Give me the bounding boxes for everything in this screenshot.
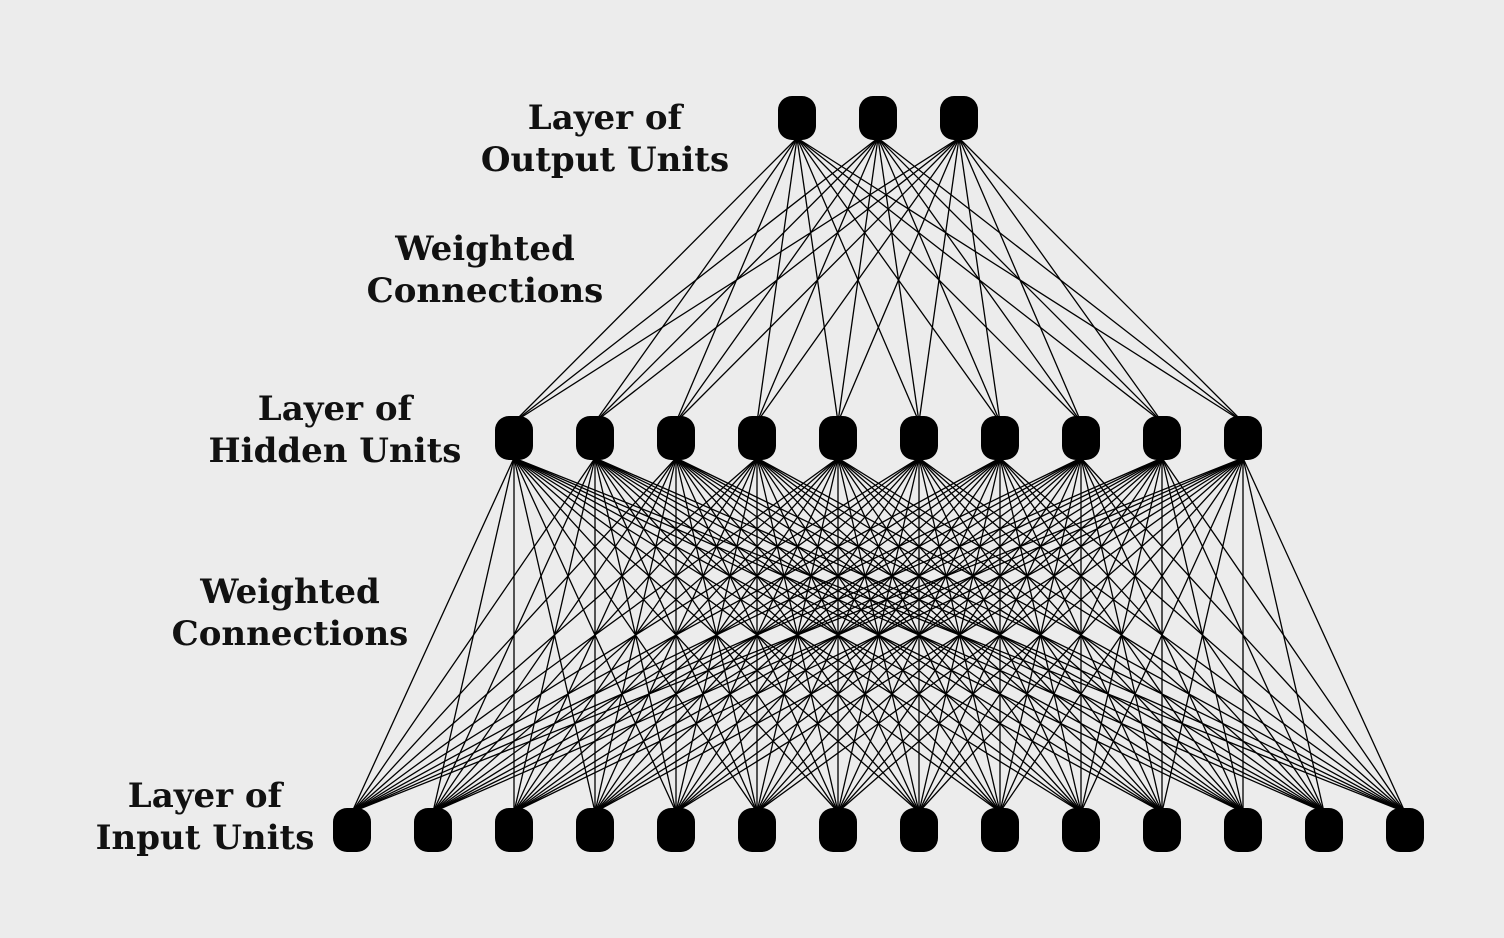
input-unit-13 — [1386, 808, 1424, 852]
connection-output-hidden-1-0 — [513, 137, 879, 423]
input-unit-3 — [576, 808, 614, 852]
connection-output-hidden-2-8 — [958, 137, 1163, 423]
weighted-connections-bottom-label: Weighted Connections — [171, 572, 409, 654]
input-unit-7 — [900, 808, 938, 852]
connection-hidden-input-9-13 — [1242, 457, 1406, 813]
connection-hidden-input-9-4 — [675, 457, 1244, 813]
connection-hidden-input-5-0 — [351, 457, 920, 813]
connection-output-hidden-2-6 — [958, 137, 1001, 423]
connection-hidden-input-1-0 — [351, 457, 596, 813]
connection-hidden-input-9-10 — [1161, 457, 1244, 813]
connection-hidden-input-9-8 — [999, 457, 1244, 813]
connection-output-hidden-0-0 — [513, 137, 798, 423]
input-unit-4 — [657, 808, 695, 852]
connection-output-hidden-2-4 — [837, 137, 960, 423]
hidden-unit-8 — [1143, 416, 1181, 460]
hidden-unit-2 — [657, 416, 695, 460]
connection-output-hidden-2-2 — [675, 137, 960, 423]
output-unit-2 — [940, 96, 978, 140]
input-unit-5 — [738, 808, 776, 852]
connection-output-hidden-2-0 — [513, 137, 960, 423]
hidden-unit-6 — [981, 416, 1019, 460]
connection-hidden-input-9-1 — [432, 457, 1244, 813]
input-layer-label: Layer of Input Units — [95, 776, 315, 858]
hidden-unit-0 — [495, 416, 533, 460]
hidden-unit-9 — [1224, 416, 1262, 460]
connection-hidden-input-9-5 — [756, 457, 1244, 813]
connection-hidden-input-9-7 — [918, 457, 1244, 813]
hidden-unit-5 — [900, 416, 938, 460]
units-group — [333, 96, 1424, 852]
input-unit-1 — [414, 808, 452, 852]
connection-output-hidden-2-5 — [918, 137, 960, 423]
connection-hidden-input-6-0 — [351, 457, 1001, 813]
hidden-unit-4 — [819, 416, 857, 460]
connection-hidden-input-9-12 — [1242, 457, 1325, 813]
hidden-layer-label: Layer of Hidden Units — [208, 389, 462, 471]
connection-hidden-input-4-0 — [351, 457, 839, 813]
hidden-unit-3 — [738, 416, 776, 460]
hidden-unit-7 — [1062, 416, 1100, 460]
connection-hidden-input-0-0 — [351, 457, 515, 813]
connection-hidden-input-7-0 — [351, 457, 1082, 813]
output-layer-label: Layer of Output Units — [480, 98, 730, 180]
connection-output-hidden-2-7 — [958, 137, 1082, 423]
connections-group — [351, 137, 1406, 813]
input-unit-0 — [333, 808, 371, 852]
connection-output-hidden-2-1 — [594, 137, 960, 423]
input-unit-9 — [1062, 808, 1100, 852]
connection-hidden-input-9-6 — [837, 457, 1244, 813]
connection-output-hidden-2-9 — [958, 137, 1244, 423]
connection-hidden-input-8-0 — [351, 457, 1163, 813]
hidden-unit-1 — [576, 416, 614, 460]
connection-hidden-input-2-0 — [351, 457, 677, 813]
input-unit-10 — [1143, 808, 1181, 852]
input-unit-8 — [981, 808, 1019, 852]
input-unit-11 — [1224, 808, 1262, 852]
connection-hidden-input-9-9 — [1080, 457, 1244, 813]
input-unit-6 — [819, 808, 857, 852]
connection-hidden-input-9-2 — [513, 457, 1244, 813]
connection-output-hidden-2-3 — [756, 137, 960, 423]
weighted-connections-top-label: Weighted Connections — [366, 229, 604, 311]
input-unit-12 — [1305, 808, 1343, 852]
connection-hidden-input-3-0 — [351, 457, 758, 813]
connection-hidden-input-9-0 — [351, 457, 1244, 813]
output-unit-0 — [778, 96, 816, 140]
connection-hidden-input-9-3 — [594, 457, 1244, 813]
input-unit-2 — [495, 808, 533, 852]
output-unit-1 — [859, 96, 897, 140]
